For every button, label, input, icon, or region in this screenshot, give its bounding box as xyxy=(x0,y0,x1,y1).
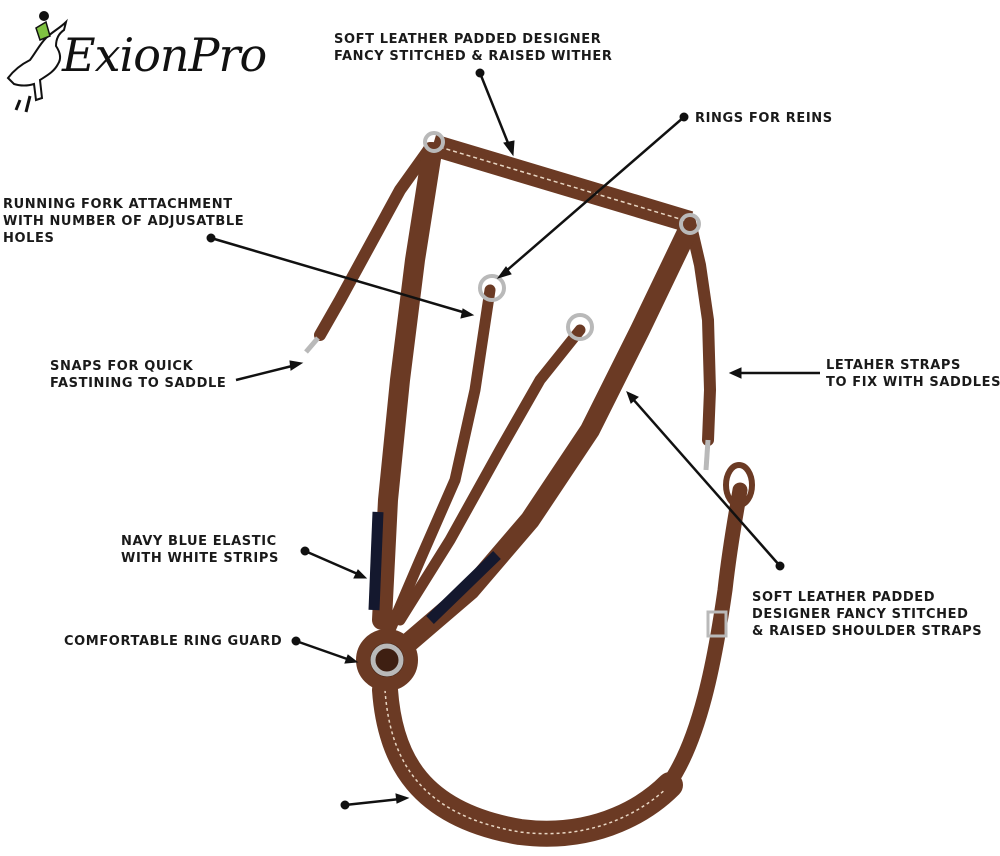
callout-wither-line: SOFT LEATHER PADDED DESIGNER xyxy=(334,32,602,47)
strap-loop xyxy=(723,462,755,508)
arrow-fork xyxy=(206,233,475,319)
arrow-elastic xyxy=(300,546,368,579)
arrow-snaps xyxy=(235,360,304,382)
wither-ring xyxy=(679,213,701,235)
navy-elastic-right xyxy=(426,551,501,624)
callout-snaps-line: SNAPS FOR QUICK xyxy=(50,359,194,374)
callout-snaps-line: FASTINING TO SADDLE xyxy=(50,376,227,391)
callout-elastic-line: NAVY BLUE ELASTIC xyxy=(121,534,277,549)
strap-buckle xyxy=(706,610,728,638)
callout-shoulder-line: DESIGNER FANCY STITCHED xyxy=(752,607,969,622)
saddle-snap xyxy=(304,336,320,354)
arrow-wither xyxy=(475,68,515,157)
wither-ring xyxy=(423,131,445,153)
arrow-ring-guard xyxy=(291,636,359,664)
arrow-straps xyxy=(728,367,820,379)
callout-arrows xyxy=(206,68,820,810)
arrow-rings xyxy=(496,112,689,279)
callout-ring-guard-line: COMFORTABLE RING GUARD xyxy=(64,634,283,649)
rider-jacket xyxy=(35,20,51,41)
callout-shoulder-line: SOFT LEATHER PADDED xyxy=(752,590,936,605)
callout-fork-line: RUNNING FORK ATTACHMENT xyxy=(3,197,233,212)
callout-elastic-line: WITH WHITE STRIPS xyxy=(121,551,279,566)
rein-ring xyxy=(566,313,594,341)
breastplate-illustration xyxy=(304,131,755,847)
brand-logo-text: ExionPro xyxy=(62,28,267,82)
callout-snaps: SNAPS FOR QUICK FASTINING TO SADDLE xyxy=(50,358,226,392)
rein-ring xyxy=(478,274,506,302)
arrow-neck-strap xyxy=(340,793,410,810)
center-ring xyxy=(370,643,404,677)
callout-ring-guard: COMFORTABLE RING GUARD xyxy=(64,633,282,650)
callout-shoulder: SOFT LEATHER PADDED DESIGNER FANCY STITC… xyxy=(752,589,982,640)
right-shoulder-strap xyxy=(390,220,698,660)
callout-elastic: NAVY BLUE ELASTIC WITH WHITE STRIPS xyxy=(121,533,279,567)
wither-stitching xyxy=(432,144,691,223)
left-saddle-strap xyxy=(314,142,436,341)
callout-fork: RUNNING FORK ATTACHMENT WITH NUMBER OF A… xyxy=(3,196,244,247)
horse-rider-logo-icon xyxy=(6,11,68,113)
left-shoulder-strap xyxy=(372,142,442,630)
callout-straps-line: LETAHER STRAPS xyxy=(826,358,961,373)
running-fork-strap-b xyxy=(394,324,586,626)
callout-straps-line: TO FIX WITH SADDLES xyxy=(826,375,1000,390)
neck-strap-extension xyxy=(660,482,748,793)
callout-wither: SOFT LEATHER PADDED DESIGNER FANCY STITC… xyxy=(334,31,613,65)
saddle-snap xyxy=(703,439,711,471)
callout-straps: LETAHER STRAPS TO FIX WITH SADDLES xyxy=(826,357,1000,391)
right-saddle-strap xyxy=(684,216,717,446)
callout-fork-line: WITH NUMBER OF ADJUSATBLE xyxy=(3,214,245,229)
neck-strap xyxy=(372,677,683,847)
callout-wither-line: FANCY STITCHED & RAISED WITHER xyxy=(334,49,613,64)
callout-rings: RINGS FOR REINS xyxy=(695,110,833,127)
callout-rings-line: RINGS FOR REINS xyxy=(695,111,833,126)
callout-shoulder-line: & RAISED SHOULDER STRAPS xyxy=(752,624,983,639)
ring-guard xyxy=(356,629,418,691)
running-fork-strap-a xyxy=(384,284,496,636)
callout-fork-line: HOLES xyxy=(3,231,55,246)
arrow-shoulder xyxy=(626,391,785,571)
navy-elastic-left xyxy=(368,511,384,611)
